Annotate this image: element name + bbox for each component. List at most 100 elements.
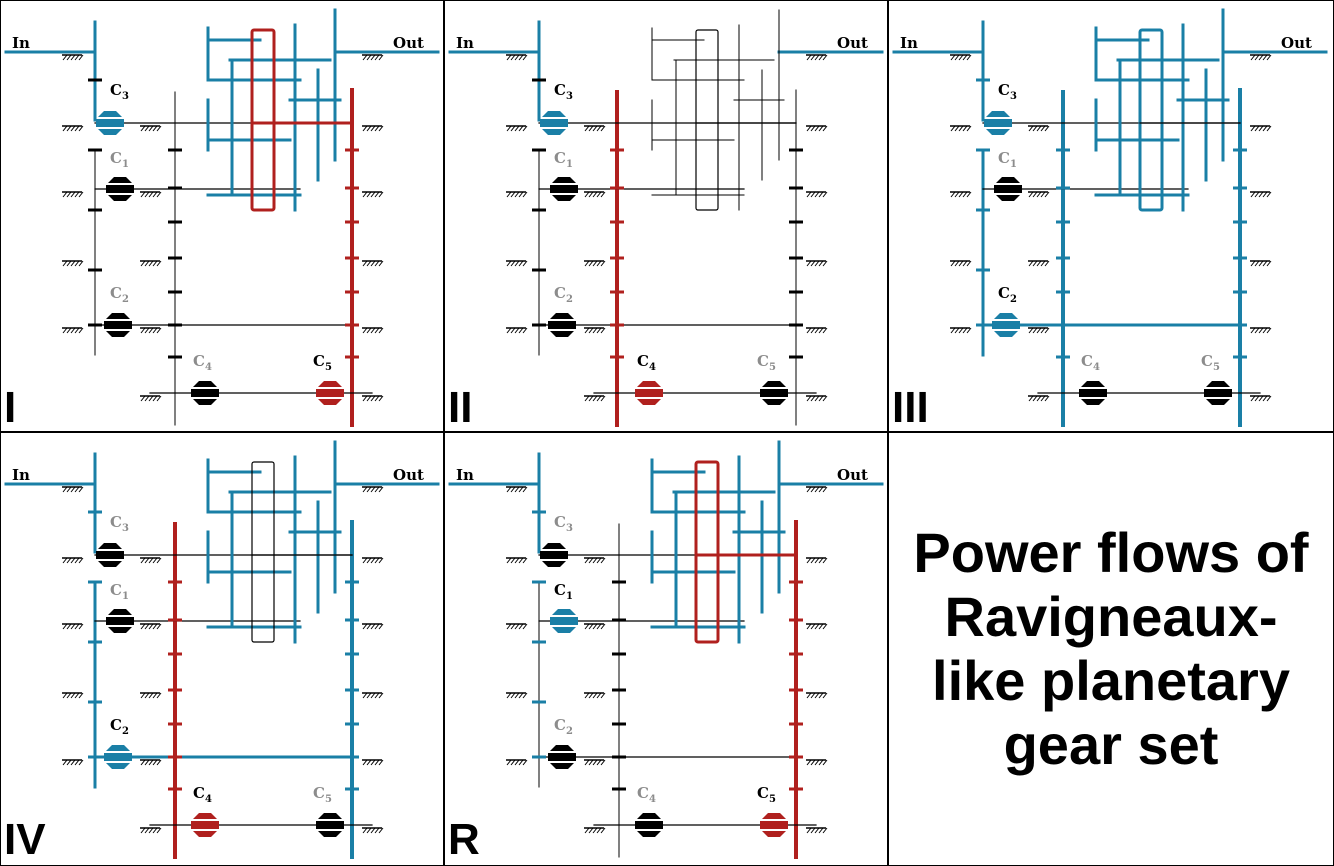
clutch-subscript: 5 bbox=[769, 362, 776, 373]
ground-stroke bbox=[152, 191, 158, 198]
ground-stroke bbox=[510, 486, 516, 493]
clutch-symbol bbox=[104, 313, 132, 337]
ground-stroke bbox=[588, 125, 594, 132]
clutch-pack bbox=[96, 551, 124, 559]
output-label: Out bbox=[837, 466, 868, 484]
ground-stroke bbox=[1262, 191, 1268, 198]
ground-stroke bbox=[810, 623, 816, 630]
ground-hatch bbox=[950, 125, 972, 132]
gear-tooth bbox=[532, 755, 546, 759]
ground-stroke bbox=[950, 260, 956, 267]
ground-hatch bbox=[62, 486, 84, 493]
gear-tooth bbox=[610, 220, 624, 224]
gear-tooth bbox=[168, 580, 182, 584]
ground-stroke bbox=[950, 54, 956, 61]
ground-stroke bbox=[510, 191, 516, 198]
clutch-symbol bbox=[1204, 381, 1232, 405]
ground-hatch bbox=[584, 125, 606, 132]
clutch-subscript: 1 bbox=[566, 591, 573, 602]
ground-stroke bbox=[1044, 260, 1050, 267]
gear-tooth bbox=[1233, 148, 1247, 152]
ground-hatch bbox=[506, 557, 528, 564]
ground-hatch bbox=[1250, 125, 1272, 132]
gear-tooth bbox=[1056, 186, 1070, 190]
clutch-cap bbox=[1206, 399, 1230, 405]
ground-stroke bbox=[592, 260, 598, 267]
ground-stroke bbox=[1028, 260, 1034, 267]
ground-stroke bbox=[818, 260, 824, 267]
gear-tooth bbox=[612, 652, 626, 656]
gear-tooth bbox=[345, 290, 359, 294]
ground-stroke bbox=[362, 125, 368, 132]
ground-stroke bbox=[514, 327, 520, 334]
clutch-label-c1: C1 bbox=[110, 581, 129, 602]
ground-stroke bbox=[596, 125, 602, 132]
gear-tooth bbox=[345, 355, 359, 359]
ground-hatch bbox=[584, 327, 606, 334]
ground-hatch bbox=[1028, 191, 1050, 198]
clutch-pack bbox=[760, 821, 788, 829]
ground-stroke bbox=[378, 557, 384, 564]
ground-hatch bbox=[62, 623, 84, 630]
gear-tooth bbox=[1056, 256, 1070, 260]
ground-stroke bbox=[378, 692, 384, 699]
ground-stroke bbox=[814, 125, 820, 132]
gear-tooth bbox=[532, 640, 546, 644]
ground-stroke bbox=[592, 827, 598, 834]
ground-stroke bbox=[62, 191, 68, 198]
ground-stroke bbox=[152, 692, 158, 699]
ground-stroke bbox=[62, 327, 68, 334]
ground-stroke bbox=[506, 191, 512, 198]
ground-stroke bbox=[954, 54, 960, 61]
ground-hatch bbox=[950, 260, 972, 267]
ground-stroke bbox=[806, 557, 812, 564]
ground-stroke bbox=[78, 759, 84, 766]
clutch-symbol bbox=[760, 381, 788, 405]
ground-stroke bbox=[1254, 125, 1260, 132]
ground-stroke bbox=[66, 54, 72, 61]
ground-stroke bbox=[1040, 395, 1046, 402]
clutch-cap bbox=[318, 831, 342, 837]
clutch-cap bbox=[637, 831, 661, 837]
clutch-label-c2: C2 bbox=[110, 284, 129, 305]
clutch-subscript: 2 bbox=[566, 726, 573, 737]
ground-hatch bbox=[506, 692, 528, 699]
ground-stroke bbox=[378, 327, 384, 334]
output-label: Out bbox=[837, 34, 868, 52]
ground-stroke bbox=[584, 327, 590, 334]
gear-tooth bbox=[345, 323, 359, 327]
clutch-cap bbox=[108, 627, 132, 633]
gear-tooth bbox=[1056, 220, 1070, 224]
ground-stroke bbox=[596, 327, 602, 334]
ground-stroke bbox=[366, 557, 372, 564]
ground-stroke bbox=[140, 692, 146, 699]
clutch-symbol bbox=[191, 813, 219, 837]
ground-stroke bbox=[806, 125, 812, 132]
ground-stroke bbox=[966, 54, 972, 61]
ground-stroke bbox=[596, 260, 602, 267]
ground-stroke bbox=[148, 327, 154, 334]
clutch-symbol bbox=[316, 381, 344, 405]
ground-stroke bbox=[140, 395, 146, 402]
ground-stroke bbox=[366, 623, 372, 630]
ground-stroke bbox=[1028, 191, 1034, 198]
ground-stroke bbox=[156, 557, 162, 564]
clutch-label-c5: C5 bbox=[1201, 352, 1220, 373]
clutch-pack bbox=[548, 753, 576, 761]
clutch-symbol bbox=[191, 381, 219, 405]
ground-stroke bbox=[148, 125, 154, 132]
clutch-pack bbox=[550, 617, 578, 625]
ground-hatch bbox=[140, 623, 162, 630]
ground-stroke bbox=[74, 191, 80, 198]
ground-stroke bbox=[370, 327, 376, 334]
ground-stroke bbox=[806, 759, 812, 766]
gear-tooth bbox=[976, 268, 990, 272]
ground-stroke bbox=[1044, 395, 1050, 402]
gear-tooth bbox=[168, 755, 182, 759]
clutch-cap bbox=[108, 609, 132, 615]
ground-stroke bbox=[522, 54, 528, 61]
ground-stroke bbox=[374, 327, 380, 334]
ground-stroke bbox=[366, 191, 372, 198]
gear-tooth bbox=[345, 580, 359, 584]
